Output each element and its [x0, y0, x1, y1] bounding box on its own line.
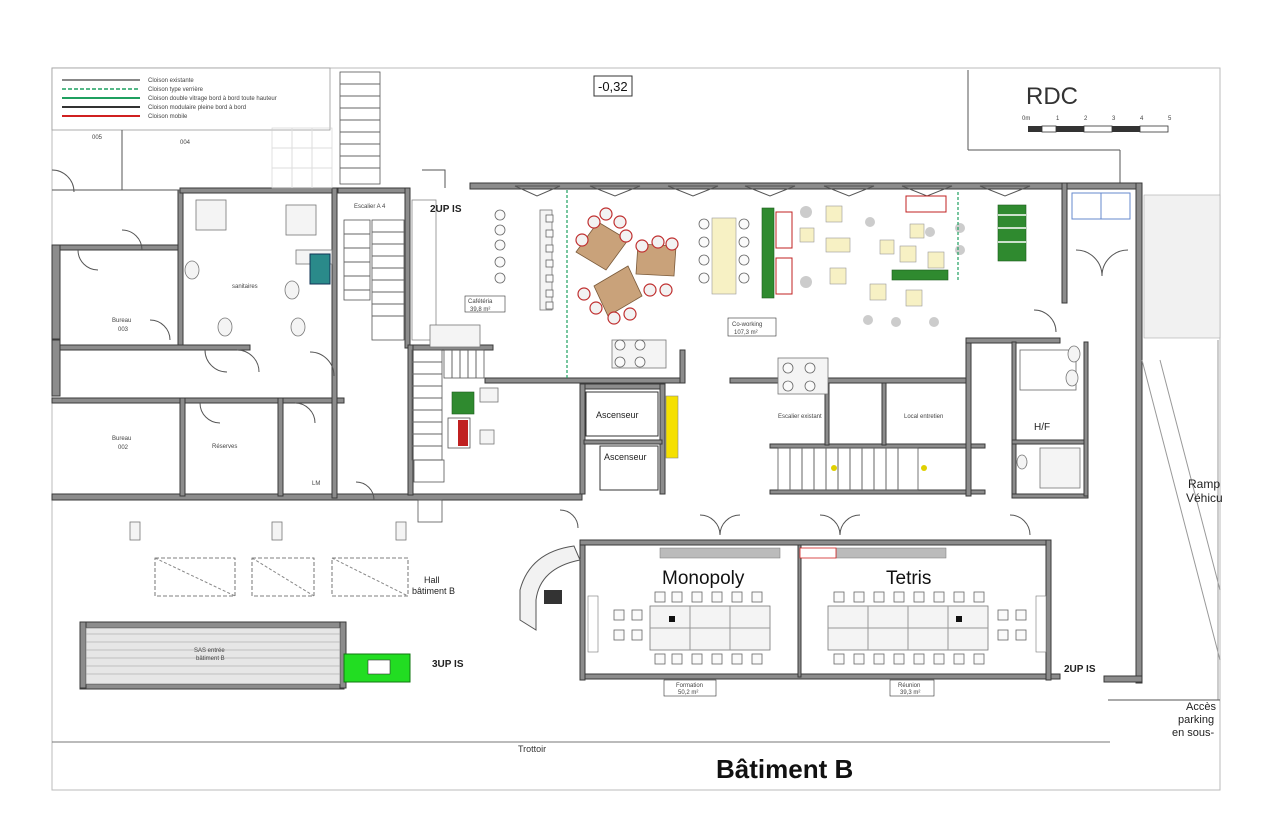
stair-a4-label: Escalier A 4	[354, 204, 386, 210]
legend-item-1: Cloison type verrière	[148, 87, 204, 93]
legend-item-4: Cloison mobile	[148, 114, 188, 120]
stair-a4: Escalier A 4	[339, 71, 405, 341]
scale-tick-4: 4	[1140, 116, 1144, 122]
sanitary-east: H/F	[1016, 345, 1081, 489]
cafeteria: Cafétéria 39,8 m²	[411, 199, 554, 523]
building-title: Bâtiment B	[716, 754, 853, 784]
scale-tick-5: 5	[1168, 116, 1172, 122]
coworking: Co-working 107,3 m²	[566, 190, 1027, 395]
reserves-label: Réserves	[212, 444, 237, 450]
local-entretien-label: Local entretien	[904, 414, 943, 420]
stair-cafeteria	[411, 349, 485, 461]
tetris-label: Tetris	[886, 568, 931, 589]
up-marker-2: 3UP IS	[432, 659, 464, 670]
door-arcs	[77, 169, 1129, 536]
meeting-rooms: Monopoly Tetris Formation	[587, 547, 1047, 697]
reunion-label: Réunion	[898, 683, 920, 689]
scale-unit: 0m	[1022, 116, 1030, 122]
ascenseur-1-label: Ascenseur	[596, 410, 639, 420]
escalier-existant-label: Escalier existant	[778, 414, 822, 420]
hatch-blocks	[271, 127, 1221, 339]
windows	[514, 185, 1031, 197]
reunion-area: 39,3 m²	[900, 690, 920, 696]
formation-area: 50,2 m²	[678, 690, 698, 696]
formation-label: Formation	[676, 683, 703, 689]
lm-label: LM	[312, 481, 320, 487]
up-marker-1: 2UP IS	[430, 204, 462, 215]
sanitaires-fixtures: sanitaires	[184, 199, 333, 337]
ascenseur-2-label: Ascenseur	[604, 452, 647, 462]
legend: Cloison existante Cloison type verrière …	[51, 67, 331, 131]
coworking-label: Co-working	[732, 322, 762, 328]
office-004-label: 004	[180, 140, 191, 146]
scale-bar: RDC 0m 1 2 3 4 5	[967, 70, 1172, 185]
sanitaires-label: sanitaires	[232, 284, 258, 290]
hf-label: H/F	[1034, 422, 1050, 433]
legend-item-3: Cloison modulaire pleine bord à bord	[148, 105, 246, 111]
drawing-frame	[51, 67, 1221, 791]
legend-item-0: Cloison existante	[148, 78, 194, 84]
monopoly-label: Monopoly	[662, 568, 745, 589]
scale-tick-1: 1	[1056, 116, 1060, 122]
level-marker: -0,32	[598, 79, 628, 94]
cafeteria-area: 39,8 m²	[470, 307, 490, 313]
up-marker-3: 2UP IS	[1064, 664, 1096, 675]
scale-tick-3: 3	[1112, 116, 1116, 122]
coworking-area: 107,3 m²	[734, 330, 758, 336]
trottoir-label: Trottoir	[518, 744, 546, 754]
elevators: Ascenseur Ascenseur	[585, 391, 679, 491]
scale-tick-2: 2	[1084, 116, 1088, 122]
floor-name: RDC	[1026, 83, 1078, 110]
office-005-label: 005	[92, 135, 103, 141]
cafeteria-label: Cafétéria	[468, 299, 493, 305]
central-services: Escalier existant Local entretien	[777, 414, 943, 491]
walls	[51, 182, 1143, 690]
legend-item-2: Cloison double vitrage bord à bord toute…	[148, 96, 277, 102]
